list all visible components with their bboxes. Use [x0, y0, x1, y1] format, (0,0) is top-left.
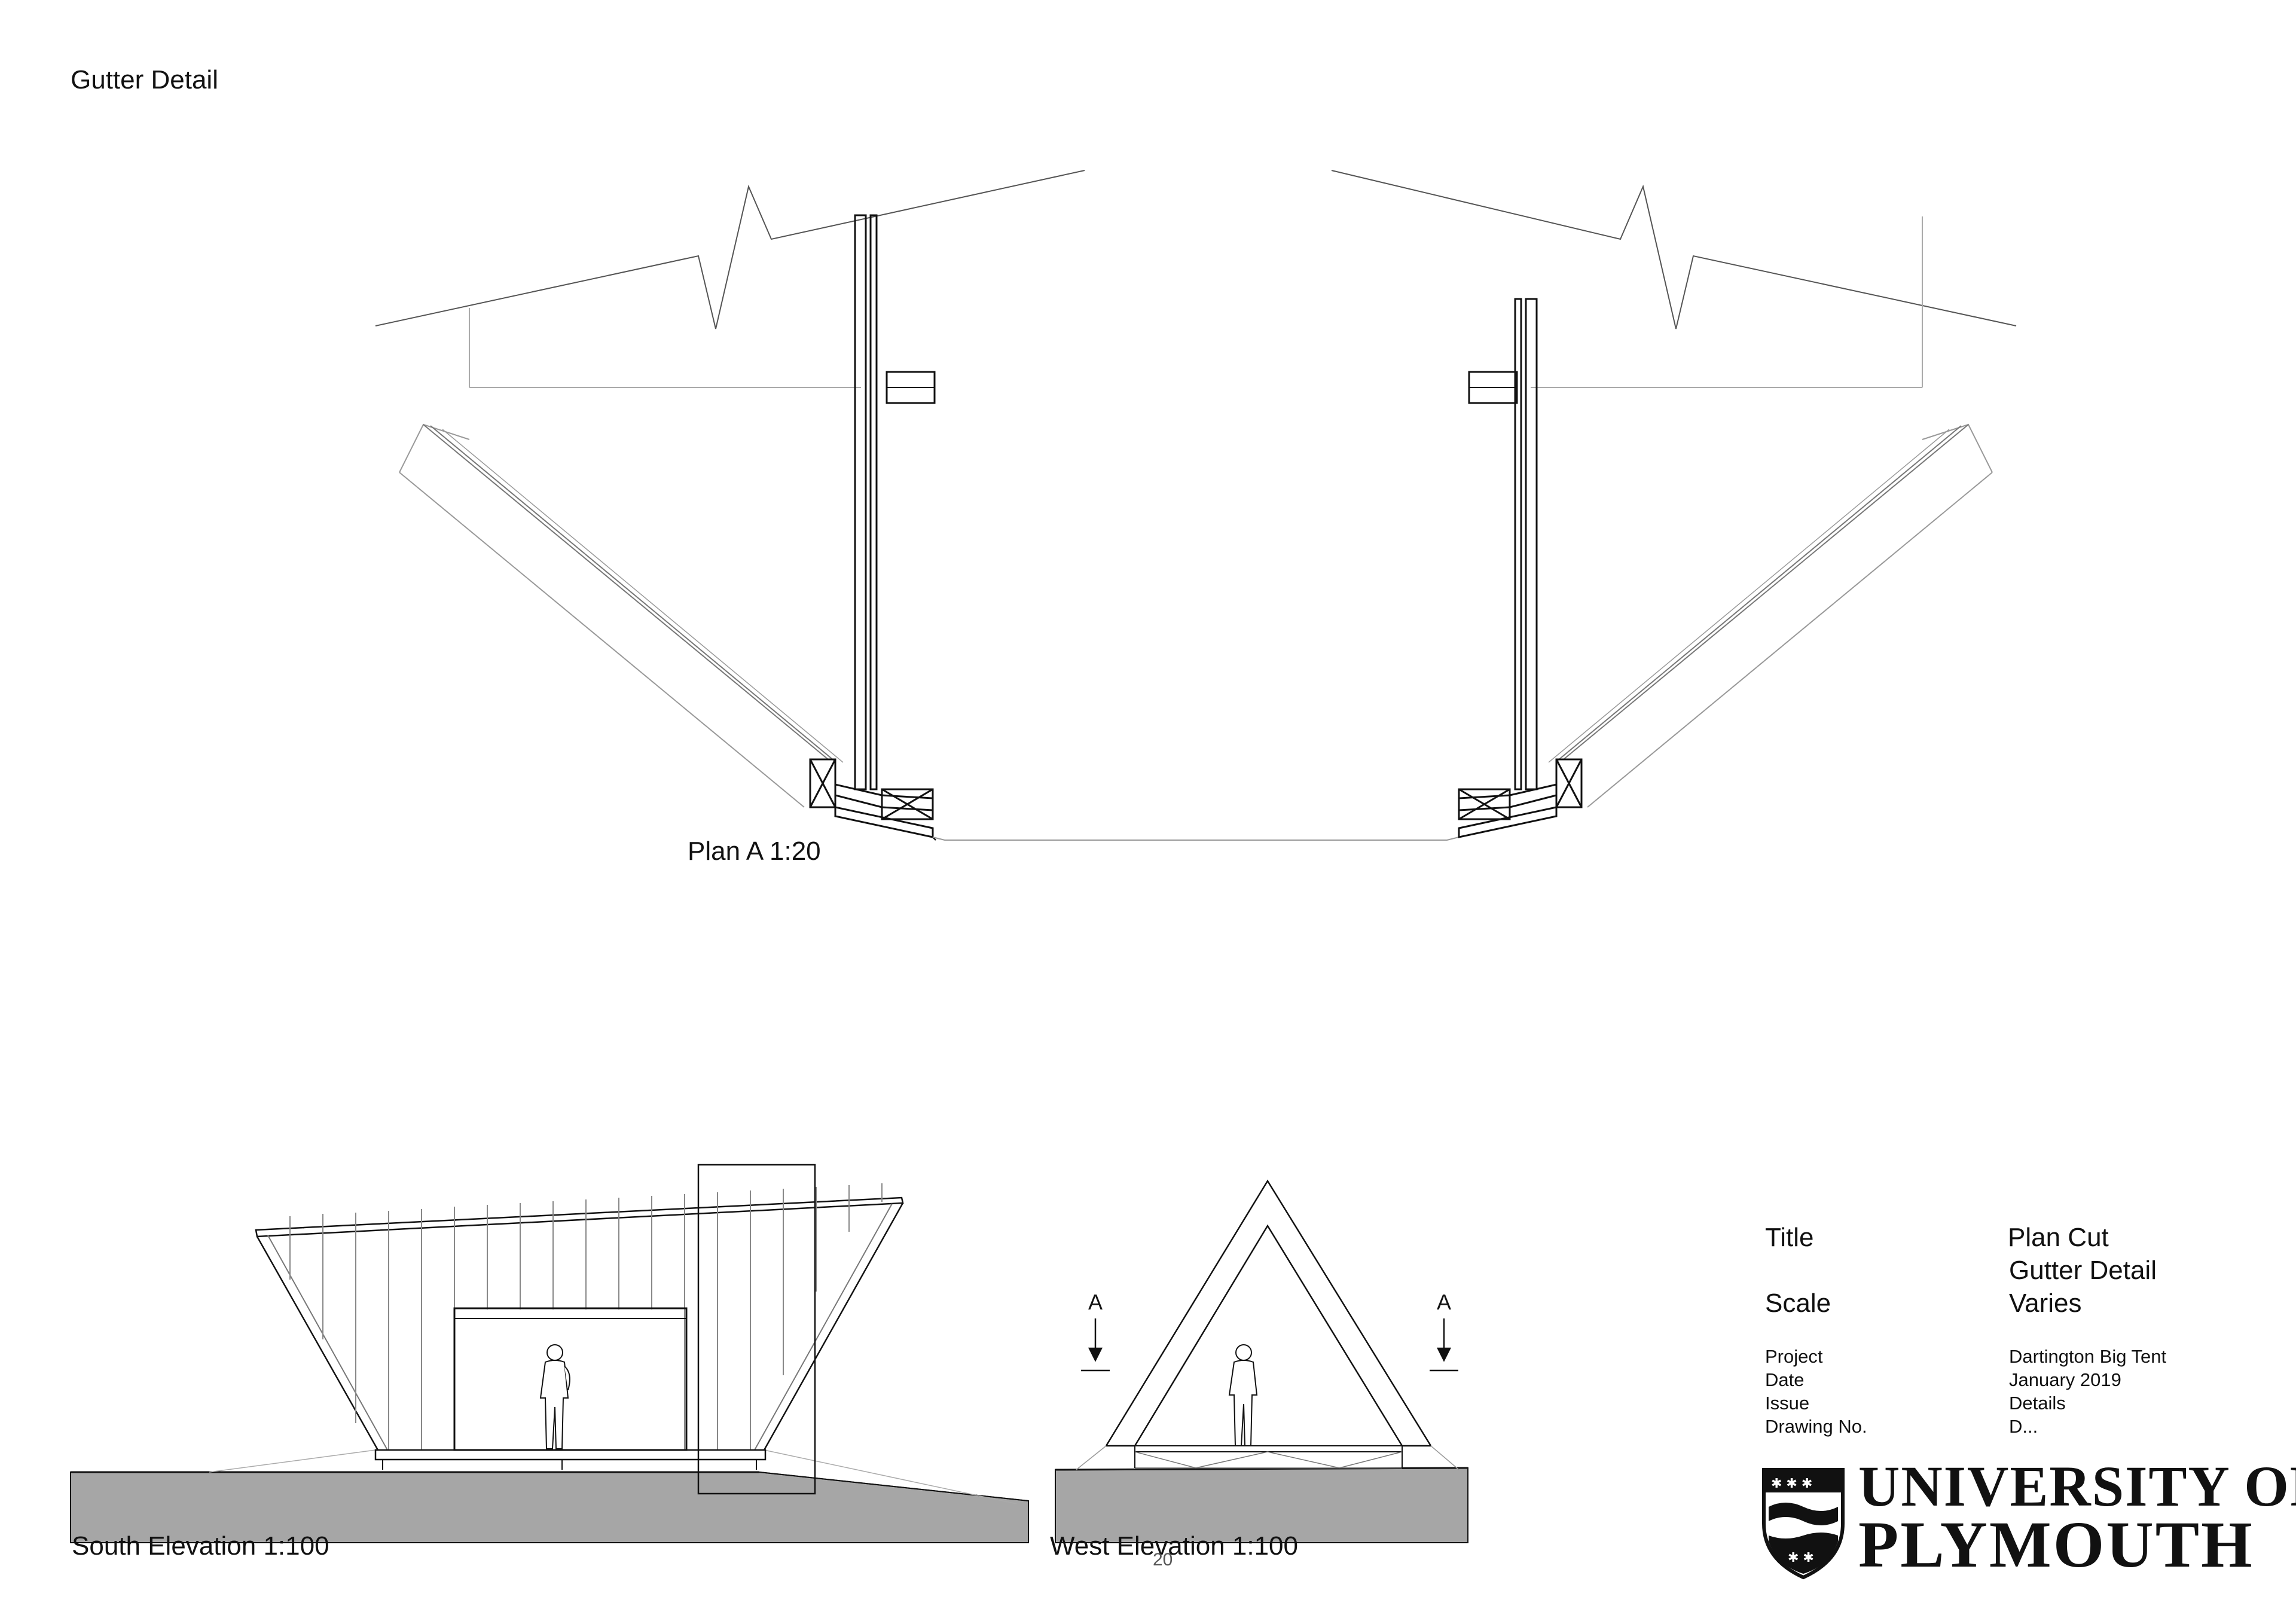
- scale-label: Scale: [1765, 1289, 1831, 1318]
- scale-value: Varies: [2009, 1289, 2082, 1318]
- west-elevation-label: West Elevation 1:100: [1050, 1531, 1298, 1561]
- date-label: Date: [1765, 1369, 1805, 1390]
- plan-left-gutter-blocks: [809, 758, 934, 838]
- issue-value: Details: [2009, 1393, 2066, 1414]
- west-person-figure: [1228, 1344, 1258, 1446]
- south-elevation-label: South Elevation 1:100: [72, 1531, 329, 1561]
- title-label: Title: [1765, 1223, 1814, 1252]
- plan-left-half: [375, 170, 1085, 841]
- date-value: January 2019: [2009, 1369, 2121, 1390]
- title-value-line1: Plan Cut: [2008, 1223, 2109, 1252]
- university-shield-logo: ✱ ✱ ✱ ✱ ✱: [1762, 1468, 1845, 1580]
- title-value-line2: Gutter Detail: [2009, 1256, 2157, 1285]
- plan-view-label: Plan A 1:20: [688, 837, 821, 866]
- logo-wordmark-line2: PLYMOUTH: [1858, 1508, 2254, 1581]
- section-marker-right-label: A: [1437, 1290, 1452, 1314]
- section-marker-left: [1081, 1318, 1110, 1372]
- drawing-number-label: Drawing No.: [1765, 1416, 1867, 1437]
- project-label: Project: [1765, 1346, 1823, 1367]
- south-poles: [289, 1183, 883, 1450]
- project-value: Dartington Big Tent: [2009, 1346, 2167, 1367]
- issue-label: Issue: [1765, 1393, 1810, 1414]
- svg-text:✱ ✱: ✱ ✱: [1788, 1550, 1814, 1565]
- logo-wordmark-line1: UNIVERSITY OF: [1858, 1454, 2296, 1518]
- svg-text:✱ ✱ ✱: ✱ ✱ ✱: [1771, 1476, 1812, 1491]
- section-marker-left-label: A: [1088, 1290, 1103, 1314]
- plan-right-half: [1331, 170, 2017, 838]
- section-marker-right: [1430, 1318, 1458, 1372]
- south-elevation: [70, 1164, 1029, 1543]
- plan-gutter-detail: [375, 170, 2017, 841]
- sheet-title: Gutter Detail: [71, 65, 218, 94]
- south-person-figure: [539, 1344, 570, 1449]
- west-elevation: [1055, 1179, 1468, 1543]
- drawing-number-value: D...: [2009, 1416, 2038, 1437]
- page-number: 20: [1153, 1550, 1173, 1570]
